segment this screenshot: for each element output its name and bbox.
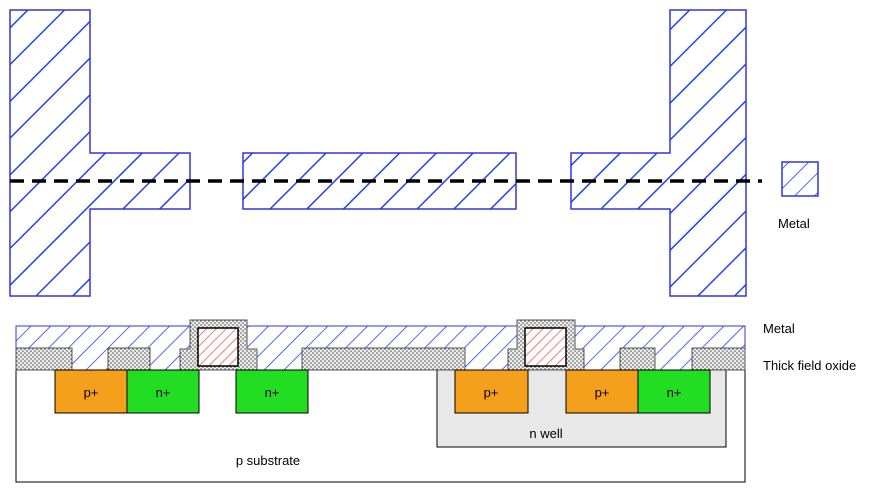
- oxide-label: Thick field oxide: [763, 358, 856, 373]
- poly-gate-right: [524, 327, 567, 367]
- metal-legend-swatch: [781, 161, 819, 197]
- diffusion-p-plus: [454, 369, 529, 414]
- diffusion-label: n+: [156, 385, 171, 400]
- diffusion-p-plus: [565, 369, 639, 414]
- field-oxide-segment: [619, 347, 656, 371]
- metal-shape-middle: [242, 152, 517, 210]
- diffusion-label: p+: [595, 385, 610, 400]
- diffusion-label: p+: [84, 385, 99, 400]
- diffusion-label: p+: [484, 385, 499, 400]
- poly-gate-left: [197, 327, 239, 367]
- diffusion-n-plus: [637, 369, 711, 414]
- metal-shape-left: [9, 9, 191, 297]
- field-oxide-segment: [15, 347, 73, 371]
- diffusion-p-plus: [54, 369, 128, 414]
- field-oxide-segment: [107, 347, 151, 371]
- diffusion-label: n+: [265, 385, 280, 400]
- field-oxide-segment: [301, 347, 466, 371]
- metal-cross-section-label: Metal: [763, 321, 795, 336]
- diffusion-n-plus: [235, 369, 309, 414]
- diffusion-label: n+: [667, 385, 682, 400]
- p-substrate-label: p substrate: [236, 453, 300, 468]
- field-oxide-segment: [691, 347, 746, 371]
- n-well-label: n well: [529, 426, 562, 441]
- metal-shape-right: [570, 9, 747, 297]
- diffusion-n-plus: [126, 369, 200, 414]
- metal-legend-label: Metal: [778, 216, 810, 231]
